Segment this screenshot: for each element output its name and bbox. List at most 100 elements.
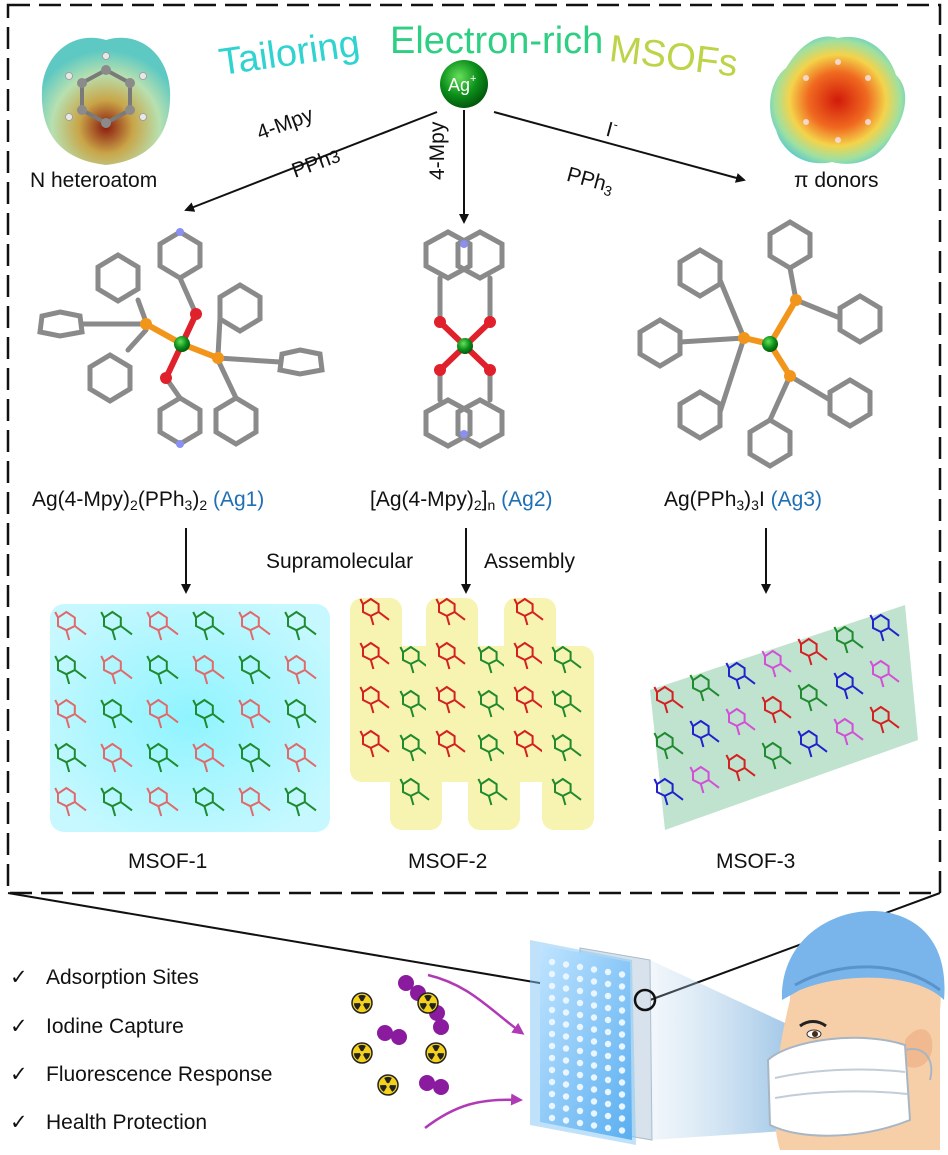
silver-ion-label: Ag+ (448, 73, 477, 95)
radiation-icon (425, 1042, 447, 1064)
msof3-motif (689, 719, 720, 748)
filter-pore (562, 1081, 570, 1088)
msof3-motif (761, 649, 792, 678)
msof2-motif (477, 777, 508, 806)
filter-pore (618, 983, 626, 990)
filter-pore (604, 1100, 612, 1108)
ag1-crystal-structure (37, 228, 325, 448)
msof1-motif (192, 698, 225, 729)
msof1-motif (238, 742, 271, 773)
msof3-motif (797, 683, 828, 712)
msof1-motif (192, 786, 225, 817)
feature-text: Health Protection (46, 1111, 208, 1134)
filter-pore (618, 1031, 626, 1038)
filter-pore (548, 1006, 556, 1014)
filter-pore (618, 995, 626, 1002)
filter-pore (576, 975, 584, 983)
zoom-line-right (649, 892, 941, 1001)
filter-pore (618, 1103, 626, 1110)
ag1-sub3: 2 (199, 497, 208, 513)
filter-panel (530, 940, 653, 1145)
filter-pore (590, 978, 598, 985)
msof2-motif (513, 597, 544, 626)
feature-iodine-capture: ✓Iodine Capture (10, 1016, 184, 1037)
msof3-motif (653, 777, 684, 806)
msof2-motif (359, 685, 390, 714)
filter-pore (618, 971, 626, 978)
arrow-label-4mpy-middle: 4-Mpy (426, 121, 449, 180)
filter-pore (548, 1054, 556, 1062)
filter-pore (562, 1033, 570, 1040)
msof2-motif (435, 597, 466, 626)
filter-pore (576, 1059, 584, 1067)
filter-pore (576, 1047, 584, 1055)
msof2-packing (350, 597, 594, 830)
filter-pore (604, 1064, 612, 1072)
msof3-motif (833, 625, 864, 654)
msof3-motif (761, 695, 792, 724)
filter-pore (548, 1030, 556, 1038)
msof2-motif (359, 597, 390, 626)
msof1-motif (238, 654, 271, 685)
ag1-part2: (PPh (137, 488, 185, 511)
filter-pore (618, 1091, 626, 1098)
filter-pore (604, 1016, 612, 1024)
filter-pore (618, 1067, 626, 1074)
n-heteroatom-label: N heteroatom (30, 169, 158, 192)
filter-pore (590, 990, 598, 997)
filter-pore (590, 1050, 598, 1057)
filter-pore (604, 1052, 612, 1060)
filter-pore (590, 1122, 598, 1129)
protection-beam (650, 960, 800, 1140)
filter-pore (576, 1071, 584, 1079)
msof1-packing (50, 604, 330, 832)
msof1-motif (100, 698, 133, 729)
filter-pore (618, 1079, 626, 1086)
msof3-motif (833, 717, 864, 746)
feature-fluorescence-response: ✓Fluorescence Response (10, 1064, 272, 1085)
ag2-tag: (Ag2) (501, 488, 553, 511)
filter-pore (576, 1011, 584, 1019)
filter-pore (562, 1057, 570, 1064)
filter-pore (576, 1035, 584, 1043)
filter-pore (576, 963, 584, 971)
ag2-part1: [Ag(4-Mpy) (370, 488, 474, 511)
filter-pore (590, 1014, 598, 1021)
filter-pore (604, 1112, 612, 1120)
ag3-part2: ) (744, 488, 752, 511)
msof2-motif (551, 777, 582, 806)
filter-pore (548, 1018, 556, 1026)
msof1-motif (100, 654, 133, 685)
filter-pore (604, 992, 612, 1000)
msof2-motif (435, 685, 466, 714)
msof1-motif (54, 786, 87, 817)
filter-pore (562, 973, 570, 980)
ag3-part3: I (758, 488, 765, 511)
filter-pore (604, 968, 612, 976)
ag3-tag: (Ag3) (770, 488, 823, 511)
filter-pore (618, 1019, 626, 1026)
filter-pore (562, 1045, 570, 1052)
ag2-sub1: 2 (473, 497, 482, 513)
face-mask-person (766, 911, 945, 1150)
silver-ion-charge: + (470, 73, 477, 85)
esp-map-pyridine (41, 37, 171, 165)
feature-text: Iodine Capture (46, 1015, 184, 1038)
msof1-motif (192, 610, 225, 641)
msof1-motif (146, 610, 179, 641)
filter-pore (562, 1093, 570, 1100)
msof1-motif (54, 610, 87, 641)
msof2-motif (551, 645, 582, 674)
assembly-label-left: Supramolecular (266, 550, 414, 573)
msof3-packing (650, 605, 918, 830)
filter-pore (590, 1086, 598, 1093)
msof2-motif (513, 729, 544, 758)
msof1-motif (192, 742, 225, 773)
filter-pore (576, 999, 584, 1007)
magnifier-circle (633, 988, 657, 1012)
filter-pore (618, 1007, 626, 1014)
feature-adsorption-sites: ✓Adsorption Sites (10, 967, 199, 988)
radiation-icon (377, 1074, 399, 1096)
msof3-motif (653, 685, 684, 714)
